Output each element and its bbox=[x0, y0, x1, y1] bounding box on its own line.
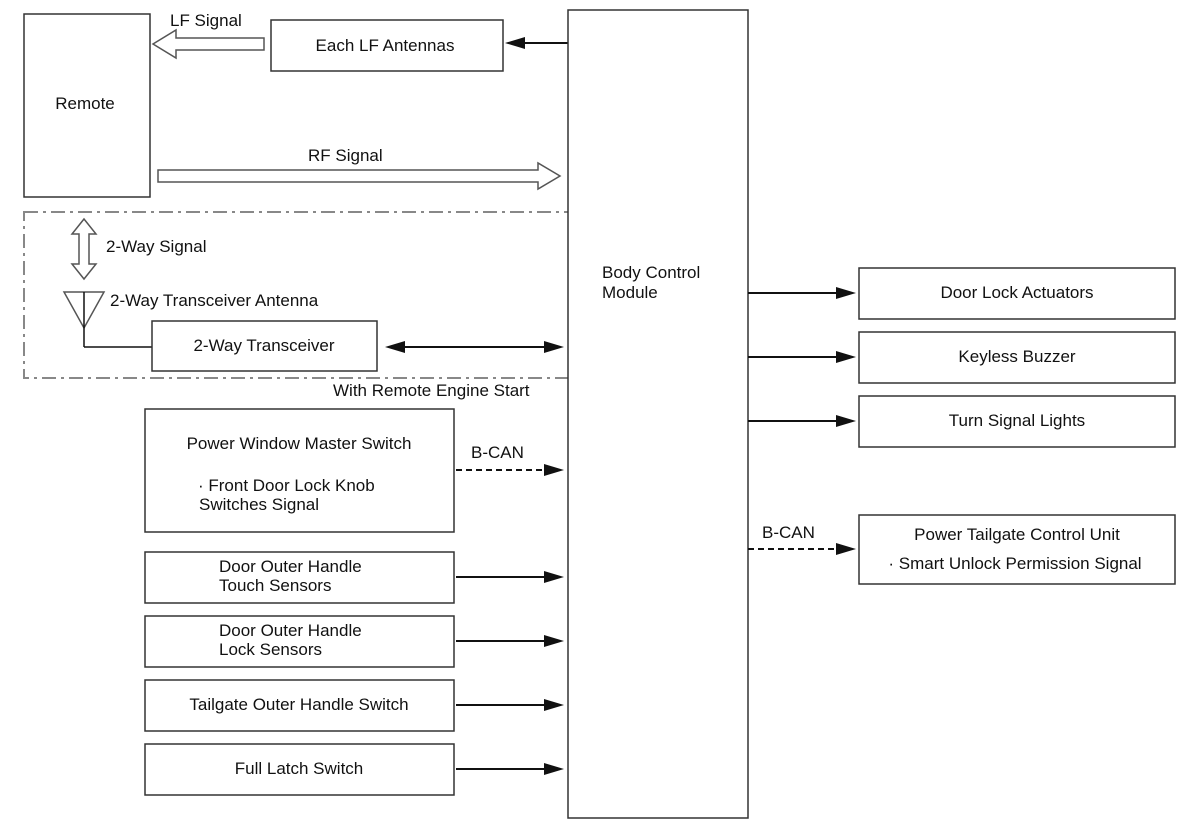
bcm-label-line2: Module bbox=[602, 283, 658, 302]
lock-sensors-line1: Door Outer Handle bbox=[219, 621, 362, 640]
turn-signal-lights-block: Turn Signal Lights bbox=[858, 395, 1176, 448]
transceiver-block: 2-Way Transceiver bbox=[151, 320, 378, 372]
two-way-signal-label: 2-Way Signal bbox=[106, 237, 206, 256]
keyless-buzzer-block: Keyless Buzzer bbox=[858, 331, 1176, 384]
bcan-left-label: B-CAN bbox=[471, 443, 524, 462]
lf-signal-label: LF Signal bbox=[170, 11, 242, 30]
keyless-buzzer-label: Keyless Buzzer bbox=[958, 347, 1075, 366]
rf-signal-label: RF Signal bbox=[308, 146, 383, 165]
full-latch-arrow bbox=[456, 763, 564, 775]
lock-sensors-line2: Lock Sensors bbox=[219, 640, 322, 659]
bcan-right-line: B-CAN bbox=[748, 523, 856, 555]
transceiver-label: 2-Way Transceiver bbox=[193, 336, 334, 355]
lock-sensors-arrow bbox=[456, 635, 564, 647]
remote-label: Remote bbox=[55, 94, 115, 113]
power-window-line1: · Front Door Lock Knob bbox=[198, 476, 375, 495]
tailgate-switch-arrow bbox=[456, 699, 564, 711]
power-window-title: Power Window Master Switch bbox=[187, 434, 412, 453]
remote-engine-start-label: With Remote Engine Start bbox=[333, 381, 530, 400]
lock-sensors-block: Door Outer Handle Lock Sensors bbox=[144, 615, 455, 668]
two-way-signal-arrow: 2-Way Signal bbox=[70, 217, 206, 281]
bcan-left-line: B-CAN bbox=[456, 443, 564, 476]
bcm-to-lf-antennas-line bbox=[505, 37, 568, 49]
remote-block: Remote bbox=[23, 13, 151, 198]
tailgate-switch-label: Tailgate Outer Handle Switch bbox=[189, 695, 408, 714]
transceiver-bcm-line bbox=[385, 341, 564, 353]
power-window-master-switch: Power Window Master Switch · Front Door … bbox=[144, 408, 455, 533]
buzzer-arrow bbox=[748, 351, 856, 363]
touch-sensors-line2: Touch Sensors bbox=[219, 576, 331, 595]
remote-engine-start-group: With Remote Engine Start bbox=[23, 211, 579, 400]
turn-signal-arrow bbox=[748, 415, 856, 427]
power-tailgate-unit-block: Power Tailgate Control Unit · Smart Unlo… bbox=[858, 514, 1176, 585]
tailgate-switch-block: Tailgate Outer Handle Switch bbox=[144, 679, 455, 732]
power-tailgate-unit-line1: · Smart Unlock Permission Signal bbox=[888, 554, 1141, 573]
antenna-icon: 2-Way Transceiver Antenna bbox=[62, 291, 319, 348]
rf-signal-arrow: RF Signal bbox=[157, 146, 562, 191]
body-control-module: Body Control Module bbox=[567, 9, 749, 819]
bcan-right-label: B-CAN bbox=[762, 523, 815, 542]
full-latch-label: Full Latch Switch bbox=[235, 759, 364, 778]
power-window-line2: Switches Signal bbox=[199, 495, 319, 514]
lf-antennas-block: Each LF Antennas bbox=[270, 19, 504, 72]
touch-sensors-line1: Door Outer Handle bbox=[219, 557, 362, 576]
door-lock-actuators-block: Door Lock Actuators bbox=[858, 267, 1176, 320]
power-tailgate-unit-title: Power Tailgate Control Unit bbox=[914, 525, 1120, 544]
turn-signal-lights-label: Turn Signal Lights bbox=[949, 411, 1085, 430]
touch-sensors-block: Door Outer Handle Touch Sensors bbox=[144, 551, 455, 604]
lf-signal-arrow: LF Signal bbox=[151, 11, 265, 60]
door-lock-arrow bbox=[748, 287, 856, 299]
touch-sensors-arrow bbox=[456, 571, 564, 583]
door-lock-actuators-label: Door Lock Actuators bbox=[940, 283, 1093, 302]
bcm-label-line1: Body Control bbox=[602, 263, 700, 282]
antenna-label: 2-Way Transceiver Antenna bbox=[110, 291, 319, 310]
lf-antennas-label: Each LF Antennas bbox=[316, 36, 455, 55]
full-latch-block: Full Latch Switch bbox=[144, 743, 455, 796]
